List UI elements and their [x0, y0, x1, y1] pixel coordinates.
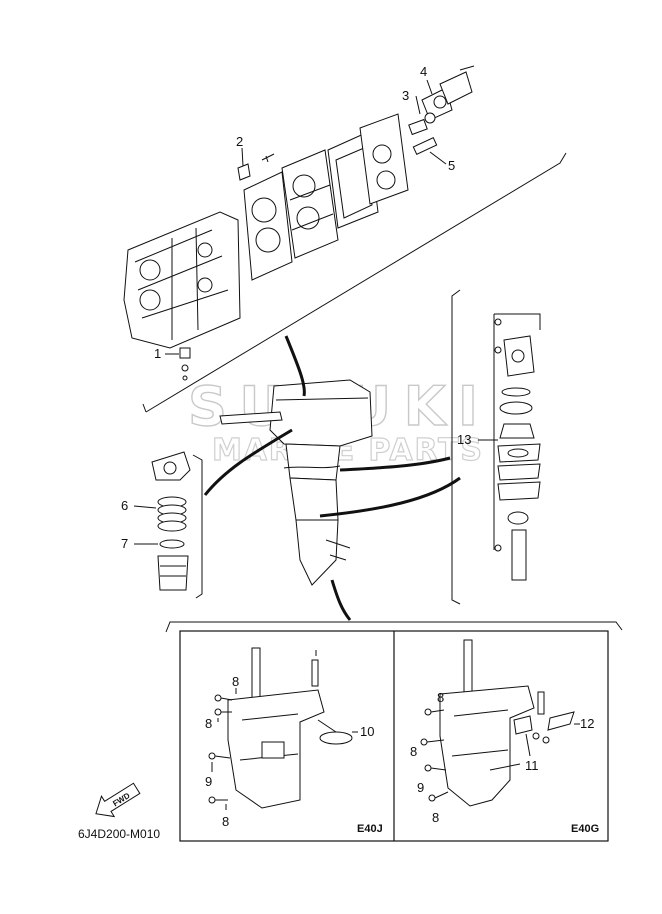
callout-left-10: 10 — [360, 724, 374, 739]
callout-left-8a: 8 — [232, 674, 239, 689]
part-10-drawing — [319, 731, 353, 745]
outboard-motor-drawing — [203, 335, 461, 621]
cylinder-block-drawing — [123, 211, 241, 349]
cylinder-head-gasket-drawing — [243, 171, 293, 281]
part-1-drawing — [179, 347, 191, 381]
lower-unit-e40g: 8 8 9 8 11 12 E40G — [410, 639, 599, 835]
cylinder-head-drawing — [281, 149, 339, 259]
callout-right-8a: 8 — [437, 690, 444, 705]
callout-7: 7 — [121, 536, 128, 551]
filter-housing-drawing — [151, 451, 191, 481]
model-label-right: E40G — [571, 823, 599, 835]
callout-5: 5 — [448, 158, 455, 173]
callout-left-8c: 8 — [222, 814, 229, 829]
part-2-drawing — [237, 163, 251, 181]
part-6-spring-drawing — [157, 496, 187, 532]
part-12-drawing — [547, 711, 575, 731]
callout-right-11: 11 — [525, 758, 539, 773]
water-pump-group: 13 — [451, 289, 541, 605]
callout-right-8b: 8 — [410, 744, 417, 759]
callout-right-8c: 8 — [432, 810, 439, 825]
filter-cup-drawing — [157, 555, 189, 591]
filter-group: 6 7 — [121, 451, 203, 599]
callout-left-9: 9 — [205, 774, 212, 789]
callout-left-8b: 8 — [205, 716, 212, 731]
model-label-left: E40J — [357, 823, 383, 835]
callout-right-9: 9 — [417, 780, 424, 795]
diagram-code: 6J4D200-M010 — [78, 827, 160, 841]
part-7-oring-drawing — [159, 539, 185, 549]
cylinder-block-group: 1 2 3 4 5 — [123, 64, 567, 413]
callout-2: 2 — [236, 134, 243, 149]
callout-right-12: 12 — [580, 716, 594, 731]
pump-case-drawing — [493, 313, 541, 581]
bolt-drawing — [261, 153, 275, 163]
callout-3: 3 — [402, 88, 409, 103]
fwd-arrow-icon: FWD — [95, 782, 141, 818]
callout-13: 13 — [457, 432, 471, 447]
head-cover-drawing — [327, 113, 409, 229]
lower-unit-section: 8 8 9 8 10 E40J 8 8 9 8 — [165, 621, 623, 842]
lower-unit-e40j: 8 8 9 8 10 E40J — [205, 647, 383, 835]
callout-1: 1 — [154, 346, 161, 361]
thermostat-assembly-drawing — [408, 65, 475, 155]
callout-4: 4 — [420, 64, 427, 79]
callout-6: 6 — [121, 498, 128, 513]
